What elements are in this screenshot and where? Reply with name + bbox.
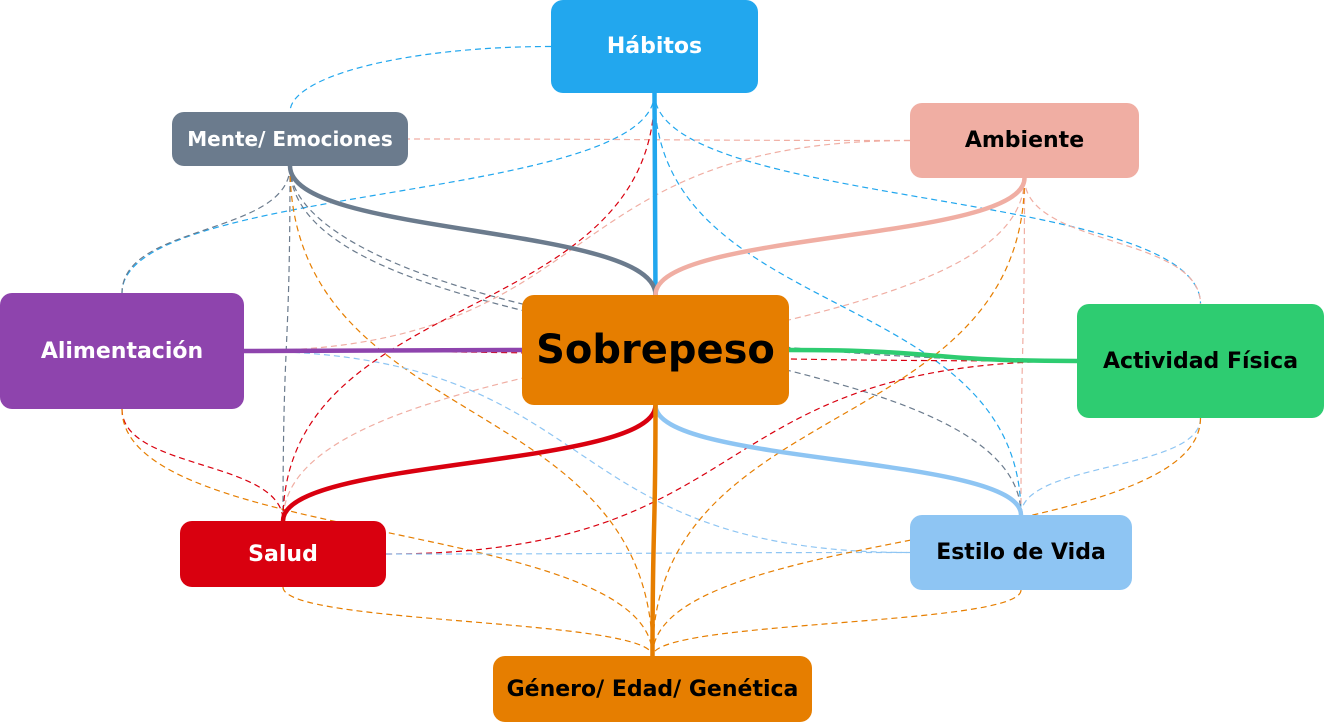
node-estilo-de-vida-label: Estilo de Vida	[936, 540, 1106, 565]
main-link-sobrepeso-ambiente	[653, 177, 1027, 296]
dashed-link-alimentacion-genero	[121, 408, 654, 657]
dashed-link-alimentacion-salud	[121, 408, 284, 522]
dashed-link-ambiente-actividad	[1023, 177, 1202, 305]
dashed-link-ambiente-estilo	[1020, 177, 1026, 516]
dashed-link-habitos-actividad	[653, 92, 1202, 305]
dashed-link-alimentacion-estilo	[243, 350, 911, 554]
node-sobrepeso-label: Sobrepeso	[536, 327, 775, 373]
node-ambiente-label: Ambiente	[964, 128, 1085, 153]
dashed-link-actividad-estilo	[1020, 417, 1202, 516]
main-link-sobrepeso-habitos	[652, 92, 658, 296]
dashed-link-mente-alimentacion	[121, 165, 291, 294]
node-actividad-fisica-label: Actividad Física	[1102, 348, 1299, 374]
node-alimentacion[interactable]: Alimentación	[0, 293, 244, 409]
main-link-sobrepeso-genero	[650, 404, 658, 657]
dashed-link-salud-genero	[282, 586, 654, 657]
dashed-link-mente-actividad	[289, 165, 1078, 362]
dashed-link-salud-actividad	[385, 360, 1078, 555]
node-salud[interactable]: Salud	[180, 521, 386, 587]
node-habitos-label: Hábitos	[606, 34, 703, 59]
dashed-link-estilo-genero	[651, 589, 1022, 657]
dashed-link-ambiente-genero	[651, 177, 1026, 657]
node-alimentacion-label: Alimentación	[40, 338, 204, 364]
dashed-link-ambiente-mente	[407, 138, 911, 142]
node-mente-emociones-label: Mente/ Emociones	[187, 127, 393, 151]
node-genero-edad-genetica[interactable]: Género/ Edad/ Genética	[493, 656, 812, 722]
dashed-link-mente-genero	[289, 165, 654, 657]
dashed-link-ambiente-alimentacion	[243, 139, 911, 352]
dashed-link-habitos-mente	[289, 45, 552, 113]
dashed-link-mente-salud	[282, 165, 291, 522]
dashed-link-salud-habitos	[282, 92, 656, 522]
node-ambiente[interactable]: Ambiente	[910, 103, 1139, 178]
node-genero-edad-genetica-label: Género/ Edad/ Genética	[506, 676, 799, 702]
node-actividad-fisica[interactable]: Actividad Física	[1077, 304, 1324, 418]
node-mente-emociones[interactable]: Mente/ Emociones	[172, 112, 408, 166]
main-link-sobrepeso-alimentacion	[243, 347, 523, 354]
node-habitos[interactable]: Hábitos	[551, 0, 758, 93]
main-link-sobrepeso-actividad	[788, 347, 1078, 364]
dashed-link-habitos-alimentacion	[121, 92, 656, 294]
node-salud-label: Salud	[248, 541, 318, 567]
dashed-link-salud-estilo	[385, 551, 911, 555]
main-link-sobrepeso-salud	[280, 404, 658, 522]
main-link-sobrepeso-mente	[287, 165, 658, 296]
node-sobrepeso[interactable]: Sobrepeso	[522, 295, 789, 405]
node-estilo-de-vida[interactable]: Estilo de Vida	[910, 515, 1132, 590]
main-link-sobrepeso-estilo	[653, 404, 1024, 516]
